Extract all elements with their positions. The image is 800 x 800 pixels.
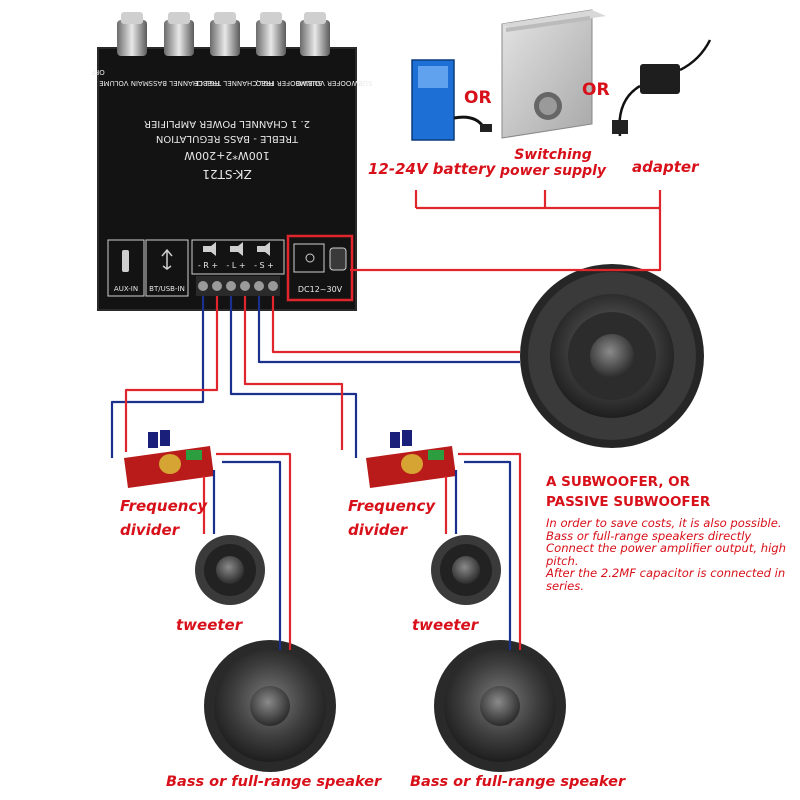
bass-speaker-label-right: Bass or full-range speaker (410, 774, 626, 790)
adapter-label: adapter (632, 158, 699, 176)
bt-usb-port (145, 239, 189, 297)
note-line-2: Bass or full-range speakers directly (546, 528, 752, 543)
aux-jack-icon (122, 250, 129, 272)
xover-right-bass-red (458, 452, 522, 650)
freq-divider-label-left: Frequency divider (120, 497, 208, 539)
switching-power-supply (501, 9, 606, 139)
right-channel-negative-wire (110, 296, 205, 458)
speaker-icon-right (203, 242, 216, 256)
usb-icon (161, 248, 173, 270)
board-power: 100W*2+200W (184, 149, 270, 162)
bass-speaker-right (434, 640, 566, 772)
knob-subwoofer-volume[interactable] (300, 12, 330, 56)
left-channel-positive-wire (243, 296, 344, 450)
xover-left-bass-red (216, 452, 292, 650)
board-regulation: TREBLE - BASS REGULATION (156, 133, 299, 144)
note-line-3: Connect the power amplifier output, high… (546, 541, 787, 568)
board-model: ZK-ST21 (202, 167, 251, 181)
tweeter-left (195, 535, 265, 605)
subwoofer-title: A SUBWOOFER, OR PASSIVE SUBWOOFER (546, 474, 711, 510)
subwoofer-notes: In order to save costs, it is also possi… (546, 517, 786, 593)
left-channel-negative-wire (229, 296, 358, 458)
crossover-left (124, 430, 214, 488)
xover-left-bass-blue (222, 460, 282, 650)
sub-wire-positive (271, 296, 520, 354)
dc-jack (329, 247, 347, 271)
speaker-icon-left (230, 242, 243, 256)
aux-label: AUX-IN (114, 285, 138, 293)
bass-speaker-label-left: Bass or full-range speaker (166, 774, 382, 790)
note-line-1: In order to save costs, it is also possi… (546, 516, 782, 530)
tweeter-label-left: tweeter (176, 616, 243, 634)
knob-label-treble: R&L CHANNEL TREBLE (194, 79, 273, 87)
knob-main-volume[interactable] (117, 12, 147, 56)
right-channel-positive-wire (124, 296, 219, 452)
speaker-output-block (191, 239, 285, 275)
right-channel-label: - R + (198, 261, 218, 270)
knob-label-freq: SUBWOOFER FREQ (255, 79, 322, 87)
or-label-2: OR (582, 80, 610, 100)
sub-channel-label: - S + (254, 261, 274, 270)
speaker-icon-sub (257, 242, 270, 256)
amplifier-board: ZK-ST21 100W*2+200W TREBLE - BASS REGULA… (91, 12, 373, 311)
board-type: 2. 1 CHANNEL POWER AMPLIFIER (144, 118, 310, 129)
bass-speaker-left (204, 640, 336, 772)
power-wire (350, 190, 662, 272)
crossover-right (366, 430, 456, 488)
knob-treble[interactable] (210, 12, 240, 56)
freq-divider-label-right: Frequency divider (348, 497, 436, 539)
power-adapter (612, 39, 712, 137)
off-label: OFF (91, 68, 105, 76)
aux-port (107, 239, 145, 297)
knob-subwoofer-freq[interactable] (256, 12, 286, 56)
knob-label-sub-volume: SUBWOOFER VOLUME (296, 79, 373, 87)
screw-terminals (196, 276, 280, 296)
tweeter-label-right: tweeter (412, 616, 479, 634)
knob-bass[interactable] (164, 12, 194, 56)
knob-label-main: MAIN VOLUME (99, 79, 149, 87)
dc-input-highlight (286, 234, 354, 302)
xover-right-bass-blue (464, 460, 512, 650)
tweeter-right (431, 535, 501, 605)
or-label-1: OR (464, 88, 492, 108)
subwoofer (520, 264, 704, 448)
battery-pack (411, 59, 492, 141)
dc-polarity-icon (305, 253, 315, 263)
left-channel-label: - L + (226, 261, 245, 270)
battery-label: 12-24V battery (368, 160, 496, 178)
switching-supply-label: Switching power supply (499, 147, 607, 179)
knob-label-bass: R&L CHANNEL BASS (148, 79, 219, 87)
note-line-4: After the 2.2MF capacitor is connected i… (546, 566, 786, 593)
wires (110, 190, 662, 650)
sub-wire-negative (257, 296, 520, 364)
dc-label: DC12~30V (298, 285, 343, 294)
bt-usb-label: BT/USB-IN (149, 285, 185, 293)
